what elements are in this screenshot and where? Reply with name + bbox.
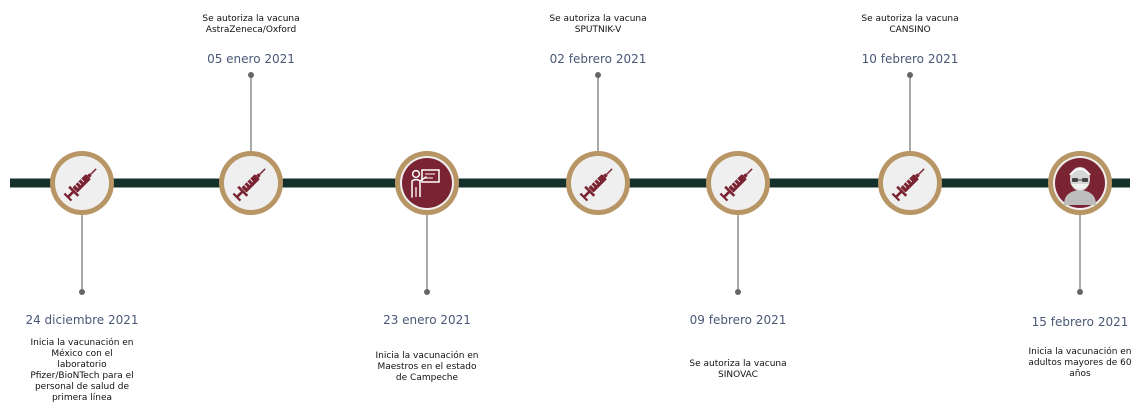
teacher-icon xyxy=(402,158,452,208)
event-description-line: Se autoriza la vacuna xyxy=(202,14,300,24)
event-date: 23 enero 2021 xyxy=(383,313,471,327)
timeline-event xyxy=(878,72,942,215)
event-description-line: México con el xyxy=(51,349,113,359)
syringe-icon xyxy=(232,168,266,202)
event-description-line: Inicia la vacunación en xyxy=(30,338,134,348)
timeline-event xyxy=(706,151,770,295)
event-date: 24 diciembre 2021 xyxy=(25,313,139,327)
syringe-icon xyxy=(63,168,97,202)
event-date: 05 enero 2021 xyxy=(207,52,295,66)
event-date: 09 febrero 2021 xyxy=(689,313,787,327)
syringe-icon xyxy=(719,168,753,202)
connector-dot xyxy=(1077,289,1083,295)
timeline-event xyxy=(219,72,283,215)
event-description-line: AstraZeneca/Oxford xyxy=(205,25,297,35)
event-date: 15 febrero 2021 xyxy=(1031,315,1129,329)
elderly-person-icon xyxy=(1055,158,1105,208)
connector-dot xyxy=(424,289,430,295)
timeline-event xyxy=(395,151,459,295)
syringe-icon xyxy=(891,168,925,202)
event-description-line: Maestros en el estado xyxy=(377,362,477,372)
event-description-line: SPUTNIK-V xyxy=(574,25,622,35)
event-description-line: Se autoriza la vacuna xyxy=(861,14,959,24)
event-description-line: Inicia la vacunación en xyxy=(375,351,479,361)
connector-dot xyxy=(595,72,601,78)
event-description-line: años xyxy=(1069,369,1091,379)
event-description-line: primera línea xyxy=(51,393,113,403)
timeline-event xyxy=(566,72,630,215)
event-description-line: CANSINO xyxy=(889,25,931,35)
connector-dot xyxy=(79,289,85,295)
event-description-line: SINOVAC xyxy=(718,370,758,380)
event-description-line: Pfizer/BioNTech para el xyxy=(30,371,134,381)
event-description-line: personal de salud de xyxy=(34,382,130,392)
event-date: 10 febrero 2021 xyxy=(861,52,959,66)
event-description-line: laboratorio xyxy=(57,360,107,370)
connector-dot xyxy=(248,72,254,78)
timeline-event xyxy=(50,151,114,295)
event-description-line: de Campeche xyxy=(395,373,459,383)
syringe-icon xyxy=(579,168,613,202)
event-description-line: Se autoriza la vacuna xyxy=(689,359,787,369)
event-date: 02 febrero 2021 xyxy=(549,52,647,66)
connector-dot xyxy=(907,72,913,78)
event-description-line: adultos mayores de 60 xyxy=(1028,358,1132,368)
connector-dot xyxy=(735,289,741,295)
event-description-line: Se autoriza la vacuna xyxy=(549,14,647,24)
event-description-line: Inicia la vacunación en xyxy=(1028,347,1132,357)
timeline-event xyxy=(1048,151,1112,295)
